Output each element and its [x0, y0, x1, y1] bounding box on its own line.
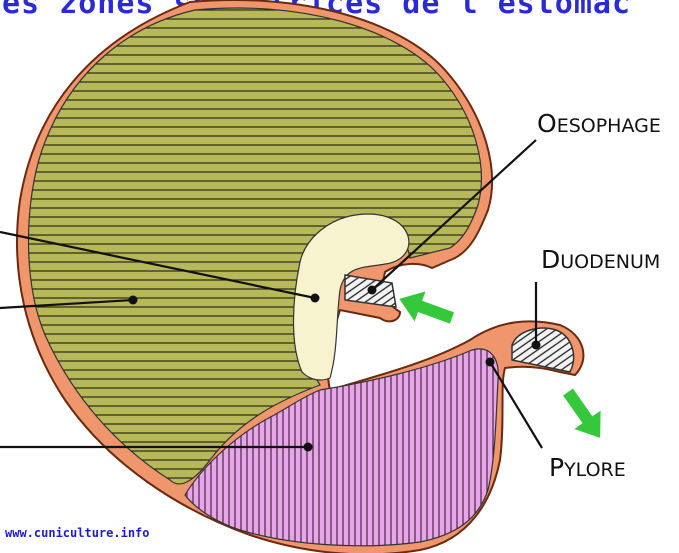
pointer-dot-lower — [304, 443, 313, 452]
pointer-dot-pylore — [486, 358, 495, 367]
inflow-arrow-icon — [394, 284, 458, 333]
source-credit: www.cuniculture.info — [5, 526, 150, 540]
pointer-dot-oesophage — [368, 286, 377, 295]
label-duodenum: DUODENUM — [541, 245, 660, 274]
label-oesophage: OESOPHAGE — [537, 109, 661, 138]
pointer-dot-duodenum — [532, 341, 541, 350]
pointer-dot-upper — [311, 294, 320, 303]
pointer-dot-middle — [129, 296, 138, 305]
outflow-arrow-icon — [555, 383, 613, 447]
label-pylore: PYLORE — [549, 453, 626, 482]
